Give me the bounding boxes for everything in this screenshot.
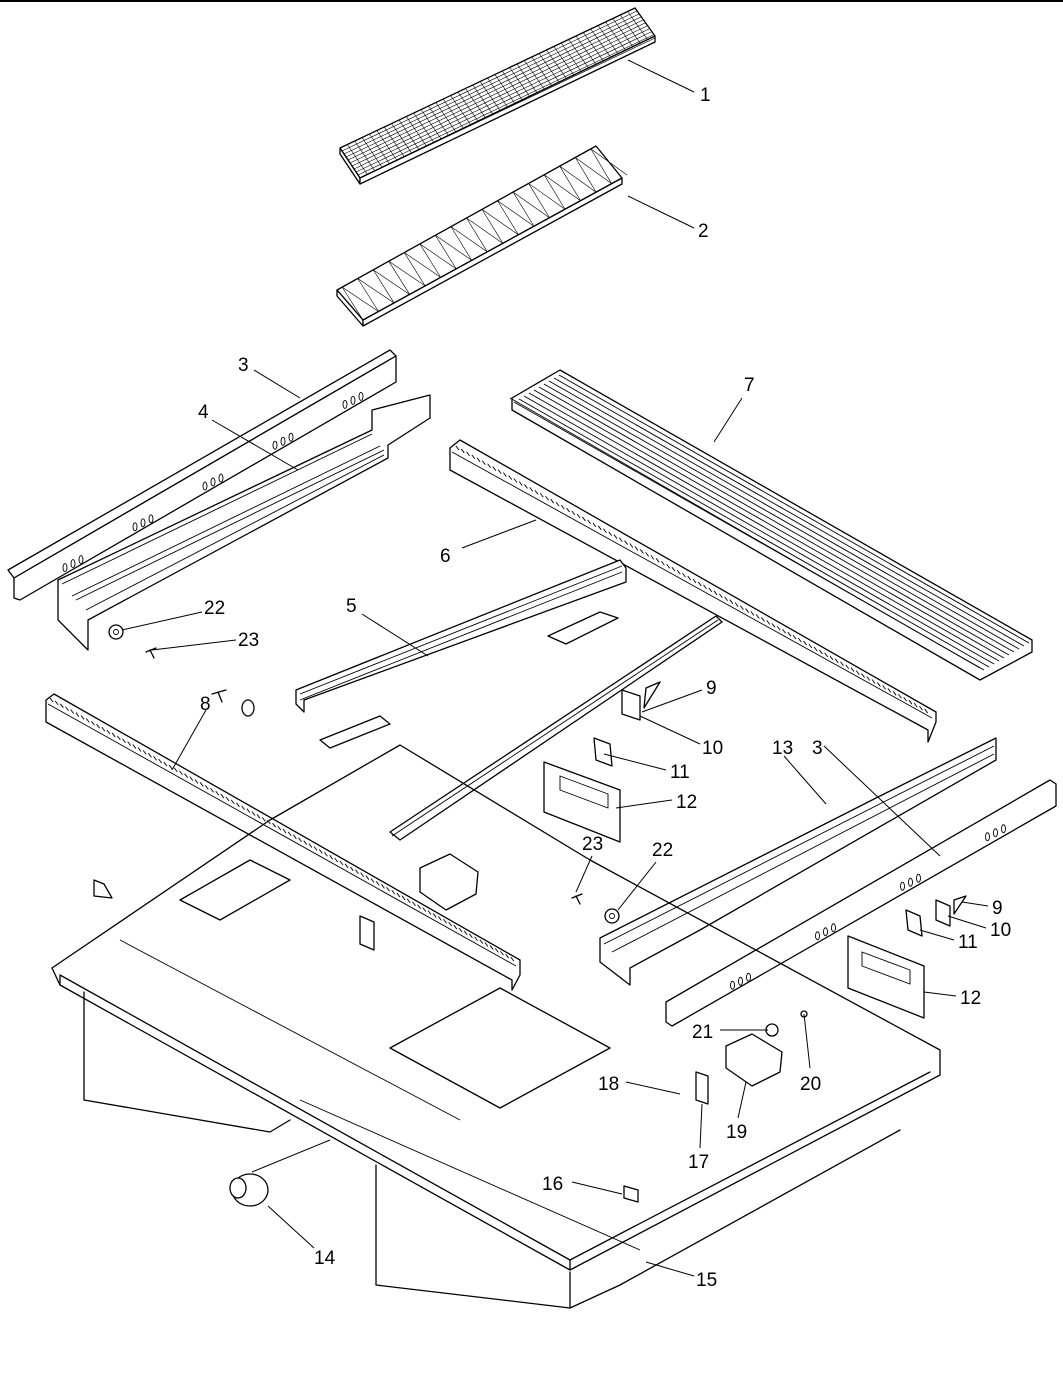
callout-13: 13 bbox=[772, 738, 793, 759]
screw-8 bbox=[211, 689, 255, 717]
callout-23-lower: 23 bbox=[582, 834, 603, 855]
callout-9-upper: 9 bbox=[706, 678, 717, 699]
part-11-bracket-a bbox=[593, 737, 613, 767]
part-15-base-pan bbox=[51, 744, 941, 1309]
callout-12-lower: 12 bbox=[960, 988, 981, 1009]
callout-8: 8 bbox=[200, 694, 211, 715]
callout-2: 2 bbox=[698, 221, 709, 242]
part-6-rail bbox=[449, 439, 937, 743]
callout-10-upper: 10 bbox=[702, 738, 723, 759]
part-22-washer-a bbox=[108, 624, 124, 640]
center-rail bbox=[389, 615, 723, 841]
callout-19: 19 bbox=[726, 1122, 747, 1143]
callout-23-upper: 23 bbox=[238, 630, 259, 651]
callout-7: 7 bbox=[744, 375, 755, 396]
part-7-grille bbox=[509, 369, 1033, 681]
callout-5: 5 bbox=[346, 596, 357, 617]
callout-3-lower: 3 bbox=[812, 738, 823, 759]
part-2-filter bbox=[336, 145, 628, 327]
part-10-clip-a bbox=[621, 689, 641, 721]
part-14-thermostat bbox=[229, 1173, 269, 1207]
callout-11-lower: 11 bbox=[958, 932, 978, 953]
part-5-rail bbox=[295, 559, 627, 749]
callout-22-lower: 22 bbox=[652, 840, 673, 861]
callout-15: 15 bbox=[696, 1270, 717, 1291]
part-17-bracket bbox=[695, 1071, 709, 1105]
callout-10-lower: 10 bbox=[990, 920, 1011, 941]
callout-17: 17 bbox=[688, 1152, 709, 1173]
part-22-washer-b bbox=[604, 908, 620, 924]
part-4-channel bbox=[57, 394, 431, 651]
callout-6: 6 bbox=[440, 546, 451, 567]
bracket-left bbox=[359, 915, 375, 951]
part-12-plate-b bbox=[847, 935, 925, 1019]
part-3-rail-lower bbox=[665, 779, 1057, 1027]
callout-11-upper: 11 bbox=[670, 762, 690, 783]
part-10-clip-b bbox=[935, 899, 951, 927]
part-3-rail-upper bbox=[7, 349, 397, 601]
part-23-screw-b bbox=[571, 893, 583, 905]
callout-21: 21 bbox=[692, 1022, 713, 1043]
callout-4: 4 bbox=[198, 402, 209, 423]
part-13-channel bbox=[599, 737, 997, 986]
part-8-rail bbox=[45, 693, 521, 991]
callout-12-upper: 12 bbox=[676, 792, 697, 813]
part-11-bracket-b bbox=[905, 909, 923, 937]
part-16-clip bbox=[623, 1185, 639, 1203]
callout-1: 1 bbox=[700, 85, 711, 106]
part-19-terminal-block bbox=[725, 1033, 783, 1087]
leader-lines bbox=[121, 59, 989, 1277]
part-23-screw-a bbox=[145, 647, 157, 659]
callout-16: 16 bbox=[542, 1174, 563, 1195]
terminal-block-a bbox=[419, 853, 479, 911]
callout-9-lower: 9 bbox=[992, 898, 1003, 919]
part-1-filter bbox=[339, 7, 656, 185]
part-9-spring-b bbox=[953, 895, 967, 915]
part-9-spring-a bbox=[643, 681, 661, 709]
callout-14: 14 bbox=[314, 1248, 336, 1269]
callout-20: 20 bbox=[800, 1074, 821, 1095]
clip-left bbox=[93, 879, 113, 899]
callout-22-upper: 22 bbox=[204, 598, 225, 619]
part-12-plate-a bbox=[543, 761, 621, 843]
callout-3-upper: 3 bbox=[238, 355, 249, 376]
callout-18: 18 bbox=[598, 1074, 619, 1095]
